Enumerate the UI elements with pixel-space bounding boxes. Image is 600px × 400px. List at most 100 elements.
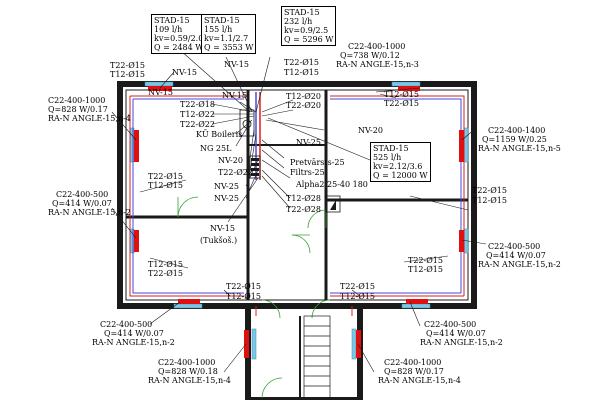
leader xyxy=(239,101,257,113)
nv-label: NV-15 xyxy=(222,91,247,100)
window xyxy=(391,81,421,87)
radiator-valve: RA-N ANGLE-15,n-2 xyxy=(420,338,503,347)
stad-heat: Q = 3553 W xyxy=(204,43,254,52)
pipe-label: T12-Ø22 xyxy=(180,110,215,119)
stad-heat: Q = 2484 W xyxy=(154,43,204,52)
radiator-heat: Q=828 W/0.17 xyxy=(384,367,444,376)
stad-heat: Q = 5296 W xyxy=(284,35,334,44)
radiator xyxy=(244,330,249,358)
stad-name: STAD-15 xyxy=(284,8,320,17)
radiator-callout-7: C22-400-500 Q=414 W/0.07 RA-N ANGLE-15,n… xyxy=(420,320,503,347)
pipe-label: T12-Ø15 xyxy=(148,260,183,269)
stad-box-2: STAD-15 155 l/h kv=1.1/2.7 Q = 3553 W xyxy=(201,14,257,54)
manifold-segment xyxy=(251,173,259,176)
radiator-heat: Q=738 W/0.12 xyxy=(340,51,400,60)
nv-label: NV-15 xyxy=(224,60,249,69)
pipe-label: T22-Ø22 xyxy=(218,168,253,177)
radiator-type: C22-400-1000 xyxy=(158,358,216,367)
radiator-callout-9: C22-400-1000 Q=828 W/0.17 RA-N ANGLE-15,… xyxy=(378,358,461,385)
expansion-tank-label: NG 25L xyxy=(200,144,232,153)
window xyxy=(351,328,357,360)
door-swing xyxy=(307,209,327,229)
nv-label: NV-25 xyxy=(214,194,239,203)
leader xyxy=(245,169,259,199)
stad-box-3: STAD-15 232 l/h kv=0.9/2.5 Q = 5296 W xyxy=(281,6,337,46)
pump-label: Alpha2 25-40 180 xyxy=(296,180,368,189)
radiator xyxy=(178,299,200,304)
radiator-callout-2: C22-400-1000 Q=738 W/0.12 RA-N ANGLE-15,… xyxy=(336,42,419,69)
pipe-label: T22-Ø15 xyxy=(472,186,507,195)
stad-box-1: STAD-15 109 l/h kv=0.59/2.0 Q = 2484 W xyxy=(151,14,207,54)
radiator-callout-3: C22-400-1400 Q=1159 W/0.25 RA-N ANGLE-15… xyxy=(478,126,561,153)
radiator-valve: RA-N ANGLE-15,n-4 xyxy=(378,376,461,385)
filter-label: Filtrs-25 xyxy=(290,168,325,177)
nv-label: NV-20 xyxy=(358,126,383,135)
radiator-type: C22-400-500 xyxy=(100,320,153,329)
leader xyxy=(111,207,137,239)
radiator-heat: Q=414 W/0.07 xyxy=(104,329,164,338)
leader xyxy=(261,99,294,113)
leader xyxy=(265,119,325,131)
window xyxy=(144,81,174,87)
leader xyxy=(111,111,137,141)
chimney-mark xyxy=(330,200,336,210)
leader xyxy=(261,169,291,199)
stad-name: STAD-15 xyxy=(204,16,240,25)
supply-pipe xyxy=(129,96,244,297)
walls xyxy=(117,81,477,400)
pipe-label: T22-Ø18 xyxy=(180,100,215,109)
radiator-valve: RA-N ANGLE-15,n-4 xyxy=(148,376,231,385)
radiator-valve: RA-N ANGLE-15,n-3 xyxy=(336,60,419,69)
leader xyxy=(179,49,251,113)
pipe-label: T22-Ø15 xyxy=(340,282,375,291)
nv-label: NV-25 xyxy=(296,138,321,147)
pipe-label: T22-Ø15 xyxy=(384,99,419,108)
pipe-label: T12-Ø15 xyxy=(226,292,261,301)
radiators xyxy=(134,86,464,358)
leader xyxy=(461,239,487,245)
stad-kv: kv=2.12/3.6 xyxy=(373,162,423,171)
window xyxy=(401,303,431,309)
leader-lines xyxy=(111,49,487,373)
pipe-label: T22-Ø15 xyxy=(148,269,183,278)
radiator-heat: Q=1159 W/0.25 xyxy=(482,135,547,144)
leader xyxy=(379,93,397,99)
window xyxy=(173,303,203,309)
leader xyxy=(223,289,231,297)
radiator-type: C22-400-1000 xyxy=(384,358,442,367)
radiator-type: C22-400-1400 xyxy=(488,126,546,135)
radiator-valve: RA-N ANGLE-15,n-2 xyxy=(478,260,561,269)
door-swing xyxy=(291,234,311,254)
pipe-label: T12-Ø15 xyxy=(284,68,319,77)
drain-label: (Tukšoš.) xyxy=(200,236,238,245)
leader xyxy=(235,119,253,135)
leader xyxy=(249,129,255,159)
leader xyxy=(225,56,253,113)
stad-flow: 232 l/h xyxy=(284,17,313,26)
radiator-callout-1: C22-400-1000 Q=828 W/0.17 RA-N ANGLE-15,… xyxy=(48,96,131,123)
radiator-heat: Q=414 W/0.07 xyxy=(486,251,546,260)
manifold-segment xyxy=(251,168,259,171)
inner-wall-outline xyxy=(125,89,469,301)
door-swing xyxy=(311,299,331,319)
leader xyxy=(149,301,181,325)
radiator xyxy=(356,330,361,358)
leader xyxy=(409,195,469,211)
chimney xyxy=(325,195,341,213)
door-swing xyxy=(177,196,199,218)
prevalve-label: Pretvārsts-25 xyxy=(290,158,345,167)
pipe-label: T12-Ø20 xyxy=(286,92,321,101)
window xyxy=(463,127,469,163)
leader xyxy=(261,109,294,117)
nv-label: NV-25 xyxy=(214,182,239,191)
window xyxy=(251,328,257,360)
boiler-unit xyxy=(239,109,255,137)
leader xyxy=(159,71,175,89)
pipe-label: T12-Ø15 xyxy=(148,181,183,190)
pipe-label: T22-Ø28 xyxy=(286,205,321,214)
pipe-label: T12-Ø15 xyxy=(340,292,375,301)
radiator-heat: Q=414 W/0.07 xyxy=(426,329,486,338)
radiator xyxy=(406,299,428,304)
door-swing xyxy=(261,377,283,399)
